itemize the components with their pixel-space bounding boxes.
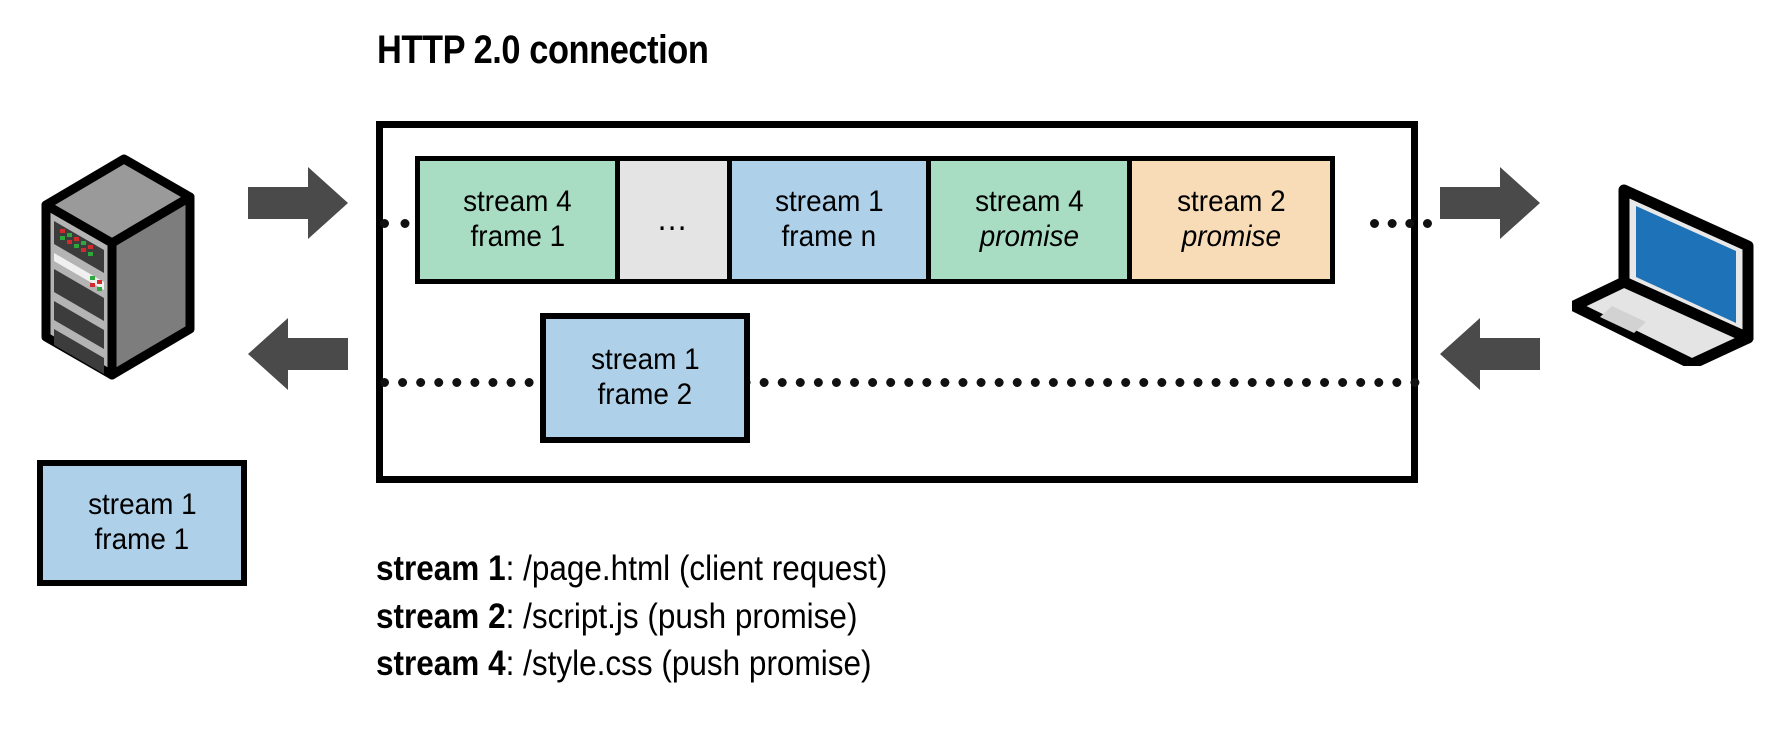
frame-stream4-frame1: stream 4 frame 1: [415, 156, 620, 284]
frame-stream4-promise: stream 4 promise: [926, 156, 1132, 284]
frame-line-2: promise: [1181, 220, 1281, 253]
legend-separator: :: [505, 549, 524, 588]
frame-line-2: frame n: [781, 220, 877, 253]
frame-ellipsis: …: [615, 156, 732, 284]
legend-note: (client request): [670, 549, 888, 588]
frame-stream1-framen: stream 1 frame n: [727, 156, 931, 284]
legend-stream-label: stream 1: [376, 549, 506, 588]
frame-line-1: stream 2: [1176, 185, 1286, 219]
frame-line-2: frame 2: [597, 378, 693, 411]
legend-stream-label: stream 2: [376, 596, 506, 636]
legend-resource: /style.css: [523, 644, 653, 684]
arrow-left-icon: [1440, 318, 1540, 390]
arrow-right-icon: [1440, 167, 1540, 239]
frame-stream2-promise: stream 2 promise: [1127, 156, 1335, 284]
frame-line-1: stream 4: [463, 185, 572, 219]
frame-line-2: promise: [979, 220, 1079, 253]
legend-item-stream4: stream 4: /style.css (push promise): [376, 640, 887, 688]
legend-note: (push promise): [652, 644, 872, 684]
legend-separator: :: [505, 644, 524, 684]
frame-line-1: stream 1: [774, 185, 884, 219]
frame-line-1: stream 4: [974, 185, 1084, 219]
frame-line-2: frame 1: [470, 220, 565, 253]
legend-note: (push promise): [638, 596, 858, 636]
laptop-icon: [1572, 184, 1754, 366]
frame-stream1-frame2: stream 1 frame 2: [540, 313, 750, 443]
frame-line-2: frame 1: [94, 523, 190, 556]
legend-resource: /page.html: [523, 549, 671, 588]
frame-line-1: stream 1: [590, 343, 700, 377]
http2-connection-box: [376, 121, 1418, 483]
legend-item-stream2: stream 2: /script.js (push promise): [376, 593, 887, 641]
legend-stream-label: stream 4: [376, 644, 506, 684]
arrow-left-icon: [248, 318, 348, 390]
frame-line-1: stream 1: [87, 488, 197, 522]
server-icon: [41, 154, 195, 380]
request-flow-line-right: [1370, 219, 1432, 228]
page-title: HTTP 2.0 connection: [377, 28, 709, 72]
response-flow-line: [380, 378, 1420, 387]
legend-separator: :: [505, 596, 524, 636]
stream-legend: stream 1: /page.html (client request) st…: [376, 545, 944, 688]
legend-item-stream1: stream 1: /page.html (client request): [376, 545, 887, 593]
frame-stream1-frame1-server: stream 1 frame 1: [37, 460, 247, 586]
request-flow-line-left: [380, 219, 430, 228]
legend-resource: /script.js: [523, 596, 639, 636]
ellipsis-label: …: [656, 200, 691, 239]
arrow-right-icon: [248, 167, 348, 239]
request-frame-row: stream 4 frame 1 … stream 1 frame n stre…: [415, 156, 1335, 284]
